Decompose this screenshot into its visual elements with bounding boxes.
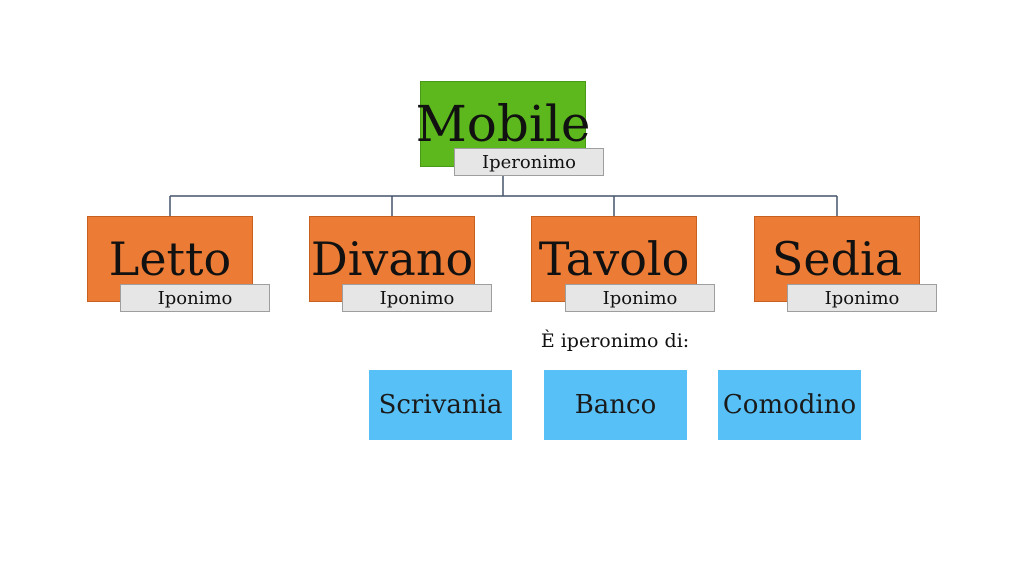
example-label: Banco bbox=[574, 390, 657, 420]
child-node-label: Sedia bbox=[771, 232, 903, 286]
child-role-label: Iponimo bbox=[379, 287, 455, 309]
example-box-banco: Banco bbox=[544, 370, 687, 440]
root-node-label: Mobile bbox=[415, 95, 591, 153]
child-node-label: Divano bbox=[310, 232, 474, 286]
child-node-label: Letto bbox=[108, 232, 232, 286]
root-role-label: Iperonimo bbox=[482, 151, 576, 173]
child-role-badge-letto: Iponimo bbox=[120, 284, 270, 312]
child-role-label: Iponimo bbox=[824, 287, 900, 309]
example-label: Scrivania bbox=[378, 390, 503, 420]
child-role-label: Iponimo bbox=[602, 287, 678, 309]
example-label: Comodino bbox=[722, 390, 857, 420]
hypernym-caption: È iperonimo di: bbox=[540, 330, 690, 352]
child-role-badge-sedia: Iponimo bbox=[787, 284, 937, 312]
example-box-comodino: Comodino bbox=[718, 370, 861, 440]
example-box-scrivania: Scrivania bbox=[369, 370, 512, 440]
child-node-label: Tavolo bbox=[538, 232, 690, 286]
child-role-badge-divano: Iponimo bbox=[342, 284, 492, 312]
child-role-badge-tavolo: Iponimo bbox=[565, 284, 715, 312]
root-role-badge: Iperonimo bbox=[454, 148, 604, 176]
child-role-label: Iponimo bbox=[157, 287, 233, 309]
